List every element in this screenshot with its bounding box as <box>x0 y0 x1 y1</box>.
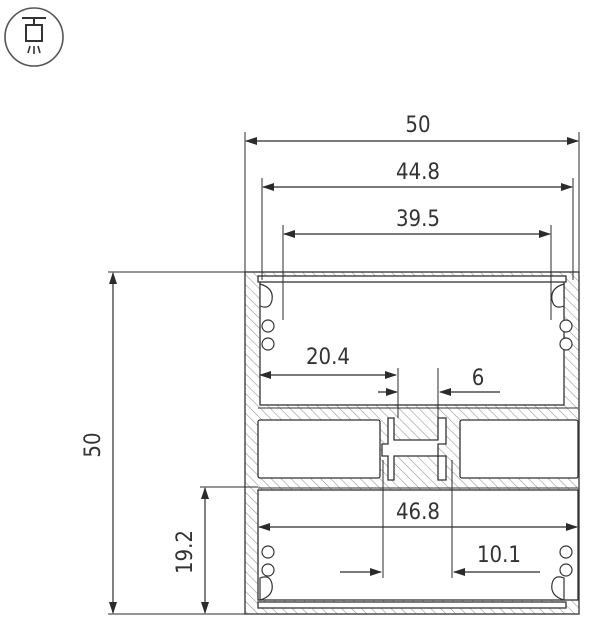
label-lower-height: 19.2 <box>173 530 198 574</box>
label-center-slot: 10.1 <box>477 543 521 568</box>
center-slot <box>381 417 447 481</box>
right-middle-chamber <box>459 419 579 479</box>
ceiling-mount-light-icon <box>4 7 64 67</box>
dimension-lines <box>109 137 579 614</box>
label-inner-width: 44.8 <box>396 160 440 185</box>
label-opening-width: 39.5 <box>396 207 440 232</box>
label-overall-height: 50 <box>81 432 106 457</box>
label-overall-width: 50 <box>405 113 430 138</box>
clip-features <box>259 283 573 601</box>
top-chamber <box>259 280 565 406</box>
label-center-gap: 6 <box>472 366 485 391</box>
dimension-labels: 50 44.8 39.5 20.4 6 46.8 10.1 50 19.2 <box>81 113 521 574</box>
left-middle-chamber <box>257 419 381 479</box>
bottom-lens-groove <box>257 601 567 609</box>
extension-lines <box>108 132 580 615</box>
profile-cross-section <box>244 271 580 615</box>
label-inner-span: 46.8 <box>396 500 440 525</box>
bottom-chamber <box>257 489 579 601</box>
label-left-chamber: 20.4 <box>306 345 350 370</box>
top-lens-groove <box>257 275 567 283</box>
